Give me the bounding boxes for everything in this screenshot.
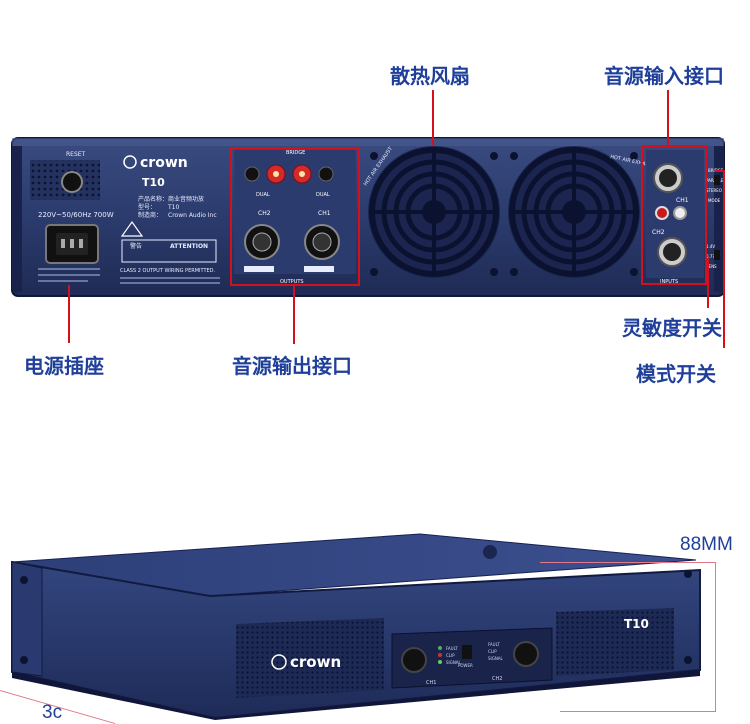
panel-label-rear-panel-product-label-1: 产品名称：	[138, 195, 168, 203]
panel-label-rear-panel-mode-label: MODE	[708, 198, 721, 203]
callout-line-fan	[432, 90, 434, 145]
panel-label-rear-panel-product-label-2: 型号：	[138, 203, 156, 211]
mode-switch	[714, 175, 720, 185]
dimension-depth: 3c	[42, 702, 63, 723]
callout-line-power	[68, 285, 70, 343]
callout-mode: 模式开关	[636, 362, 716, 386]
panel-label-rear-panel-in-ch2: CH2	[652, 229, 665, 236]
binding-posts	[244, 164, 334, 184]
xlr-ch1	[653, 163, 683, 193]
dim-line-height-bottom	[560, 711, 716, 712]
callout-line-output	[293, 286, 295, 344]
reset-label: RESET	[66, 151, 86, 158]
callout-power: 电源插座	[24, 354, 104, 378]
front-brand-group: crown	[271, 653, 341, 671]
reset-button	[61, 171, 83, 193]
dim-line-height-top	[540, 562, 716, 563]
panel-label-front-panel-ch1: CH1	[426, 680, 436, 686]
panel-label-rear-panel-dual-right: DUAL	[316, 192, 330, 198]
callout-input: 音源输入接口	[604, 64, 724, 88]
panel-label-front-panel-power: POWER	[458, 663, 473, 668]
callout-fan: 散热风扇	[390, 64, 470, 88]
panel-label-rear-panel-dual-left: DUAL	[256, 192, 270, 198]
panel-label-rear-panel-sens-1: 1.4V	[706, 244, 715, 249]
panel-label-rear-panel-product-label-3: 制造商：	[138, 211, 162, 219]
rear-brand: crown	[140, 155, 188, 171]
panel-label-rear-panel-ch2: CH2	[258, 210, 271, 217]
panel-label-rear-panel-sens-label: SENS	[706, 264, 717, 269]
panel-label-rear-panel-inputs: INPUTS	[660, 279, 678, 285]
panel-label-front-panel-fault: FAULT	[446, 646, 458, 651]
highlight-inputs	[641, 145, 707, 285]
panel-label-rear-panel-product-value-3: Crown Audio Inc	[168, 212, 217, 219]
panel-label-rear-panel-product-value-1: 商业音频功放	[168, 195, 204, 203]
panel-label-rear-panel-class2: CLASS 2 OUTPUT WIRING PERMITTED.	[120, 268, 216, 274]
speakon-ch1	[304, 224, 340, 260]
power-rating: 220V~50/60Hz 700W	[38, 211, 114, 219]
rear-model: T10	[142, 176, 165, 189]
callout-line-input	[667, 90, 669, 145]
callout-line-mode	[723, 170, 725, 348]
panel-label-rear-panel-bridge: BRIDGE	[286, 150, 305, 156]
fan-left	[368, 146, 500, 278]
panel-label-rear-panel-product-value-2: T10	[167, 204, 179, 211]
panel-label-rear-panel-outputs: OUTPUTS	[280, 279, 304, 285]
speakon-ch2	[244, 224, 280, 260]
rear-panel-photo: RESET 220V~50/60Hz 700W crown T10 产品名称： …	[11, 137, 726, 297]
knob-ch2[interactable]	[513, 641, 539, 667]
panel-label-front-panel-signal: SIGNAL	[446, 660, 462, 665]
dimension-height: 88MM	[680, 534, 733, 555]
panel-label-front-panel-clip: CLIP	[488, 649, 497, 654]
knob-ch1[interactable]	[401, 647, 427, 673]
panel-label-front-panel-fault: FAULT	[488, 642, 500, 647]
rca-jacks	[655, 206, 687, 220]
dim-line-height	[715, 562, 716, 712]
panel-label-front-panel-clip: CLIP	[446, 653, 455, 658]
callout-line-sensitivity	[707, 258, 709, 308]
panel-label-front-panel-ch2: CH2	[492, 676, 502, 682]
panel-label-rear-panel-in-ch1: CH1	[676, 197, 689, 204]
callout-output: 音源输出接口	[232, 354, 352, 378]
panel-label-rear-panel-warning-cn: 警告	[130, 242, 142, 250]
power-button[interactable]	[462, 645, 472, 659]
sensitivity-switch	[714, 250, 720, 260]
front-brand: crown	[290, 653, 341, 671]
panel-label-rear-panel-mode-stereo: STEREO	[706, 188, 722, 193]
panel-label-rear-panel-ch1: CH1	[318, 210, 331, 217]
front-model: T10	[624, 617, 649, 631]
panel-label-rear-panel-sens-2: 0.775V	[706, 254, 720, 259]
front-panel-photo: FAULT CLIP SIGNAL POWER FAULT CLIP SIGNA…	[11, 533, 701, 720]
highlight-outputs	[230, 147, 360, 286]
panel-label-rear-panel-attention: ATTENTION	[170, 243, 208, 250]
panel-label-front-panel-signal: SIGNAL	[488, 656, 504, 661]
xlr-ch2	[657, 237, 687, 267]
fan-right	[508, 146, 640, 278]
callout-sensitivity: 灵敏度开关	[622, 316, 722, 340]
callout-line-mode-h	[715, 170, 725, 172]
